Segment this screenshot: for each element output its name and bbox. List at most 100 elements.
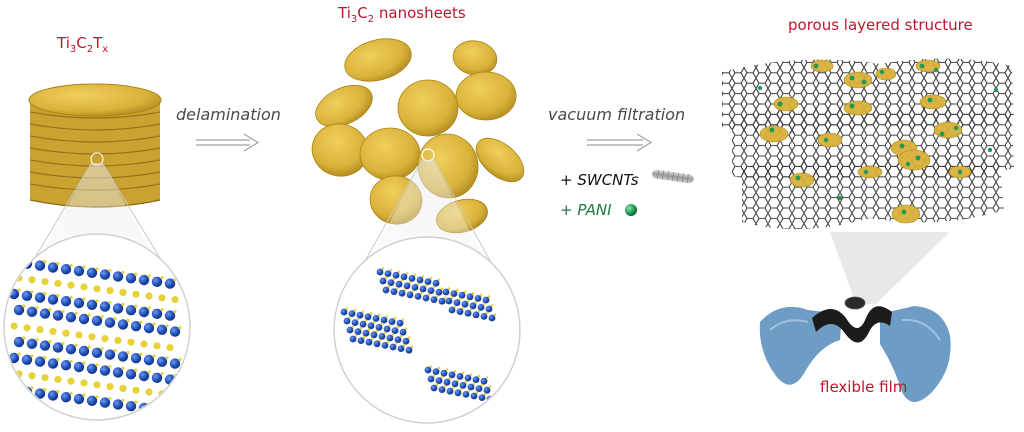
lattice-atom bbox=[153, 342, 161, 350]
lattice-atom bbox=[407, 336, 411, 340]
lattice-atom bbox=[467, 383, 475, 391]
lattice-atom bbox=[372, 321, 376, 324]
lattice-atom bbox=[472, 382, 476, 385]
lattice-atom bbox=[475, 391, 479, 394]
lattice-atom bbox=[164, 406, 176, 417]
lattice-atom bbox=[160, 404, 164, 408]
lattice-atom bbox=[73, 361, 85, 373]
lattice-atom bbox=[140, 340, 148, 348]
lattice-atom bbox=[480, 383, 484, 387]
lattice-atom bbox=[432, 374, 436, 377]
lattice-atom bbox=[28, 372, 36, 380]
lattice-atom bbox=[466, 293, 474, 301]
lattice-atom bbox=[461, 300, 469, 308]
lattice-atom bbox=[165, 324, 169, 328]
lattice-atom bbox=[364, 319, 368, 323]
lattice-atom bbox=[482, 302, 486, 306]
lattice-atom bbox=[138, 370, 150, 382]
lattice-atom bbox=[151, 372, 163, 383]
lattice-atom bbox=[427, 293, 431, 296]
lattice-atom bbox=[395, 280, 403, 288]
lattice-atom bbox=[28, 276, 36, 284]
lattice-atom bbox=[99, 301, 111, 312]
lattice-atom bbox=[405, 272, 409, 275]
lattice-atom bbox=[65, 344, 77, 355]
lattice-atom bbox=[99, 397, 111, 408]
lattice-atom bbox=[151, 276, 163, 287]
lattice-atom bbox=[125, 273, 137, 284]
lattice-atom bbox=[56, 293, 60, 297]
lattice-atom bbox=[485, 305, 493, 313]
lattice-atom bbox=[34, 356, 46, 367]
lattice-atom bbox=[475, 385, 483, 392]
lattice-atom bbox=[402, 343, 406, 347]
lattice-atom bbox=[17, 256, 21, 260]
lattice-atom bbox=[362, 329, 370, 337]
additive-pani: + PANI bbox=[560, 201, 637, 219]
lattice-atom bbox=[132, 386, 140, 394]
lattice-atom bbox=[26, 338, 38, 349]
lattice-atom bbox=[463, 290, 467, 294]
lattice-atom bbox=[121, 366, 125, 370]
lattice-atom bbox=[13, 336, 25, 348]
lattice-atom bbox=[455, 288, 459, 292]
lattice-atom bbox=[41, 374, 49, 382]
multilayer-stack bbox=[28, 83, 162, 208]
lattice-atom bbox=[382, 286, 390, 294]
lattice-atom bbox=[359, 326, 363, 330]
lattice-atom bbox=[348, 316, 352, 319]
lattice-atom bbox=[458, 291, 466, 299]
lattice-atom bbox=[173, 406, 177, 410]
lattice-atom bbox=[416, 276, 424, 284]
lattice-atom bbox=[119, 288, 127, 296]
lattice-atom bbox=[62, 329, 70, 337]
lattice-atom bbox=[93, 285, 101, 293]
lattice-atom bbox=[400, 273, 408, 281]
lattice-atom bbox=[95, 363, 99, 367]
lattice-atom bbox=[10, 322, 18, 330]
lattice-atom bbox=[351, 319, 359, 326]
lattice-atom bbox=[104, 317, 116, 328]
lattice-atom bbox=[413, 273, 417, 277]
lattice-atom bbox=[488, 385, 492, 389]
lattice-atom bbox=[432, 285, 436, 289]
lattice-atom bbox=[17, 288, 21, 292]
lattice-atom bbox=[427, 375, 435, 383]
lattice-atom bbox=[389, 268, 393, 272]
pani-sphere-icon bbox=[625, 204, 637, 216]
lattice-atom bbox=[143, 322, 155, 334]
lattice-atom bbox=[467, 389, 471, 393]
lattice-atom bbox=[145, 292, 153, 300]
lattice-atom bbox=[43, 388, 47, 392]
lattice-atom bbox=[443, 296, 447, 300]
lattice-atom bbox=[13, 304, 25, 316]
lattice-atom bbox=[108, 397, 112, 401]
lattice-atom bbox=[437, 366, 441, 370]
lattice-atom bbox=[138, 274, 150, 286]
svg-text:Ti3C2 nanosheets: Ti3C2 nanosheets bbox=[337, 4, 466, 25]
lattice-atom bbox=[114, 336, 122, 344]
lattice-atom bbox=[432, 279, 440, 287]
lattice-atom bbox=[448, 377, 452, 381]
lattice-atom bbox=[450, 290, 458, 297]
lattice-atom bbox=[399, 334, 403, 338]
lattice-atom bbox=[411, 290, 415, 293]
lattice-atom bbox=[395, 286, 399, 290]
lattice-atom bbox=[384, 276, 388, 279]
stage3-label: porous layered structure bbox=[788, 16, 973, 34]
lattice-atom bbox=[375, 330, 379, 333]
lattice-atom bbox=[435, 294, 439, 298]
lattice-atom bbox=[74, 343, 78, 347]
lattice-atom bbox=[69, 391, 73, 395]
lattice-atom bbox=[416, 282, 420, 286]
lattice-atom bbox=[93, 381, 101, 389]
lattice-atom bbox=[376, 268, 384, 276]
lattice-atom bbox=[477, 304, 485, 311]
lattice-atom bbox=[95, 395, 99, 399]
lattice-atom bbox=[152, 354, 156, 358]
lattice-atom bbox=[396, 319, 404, 327]
lattice-atom bbox=[30, 354, 34, 358]
lattice-atom bbox=[113, 349, 117, 353]
lattice-atom bbox=[22, 336, 26, 340]
lattice-atom bbox=[453, 370, 457, 373]
